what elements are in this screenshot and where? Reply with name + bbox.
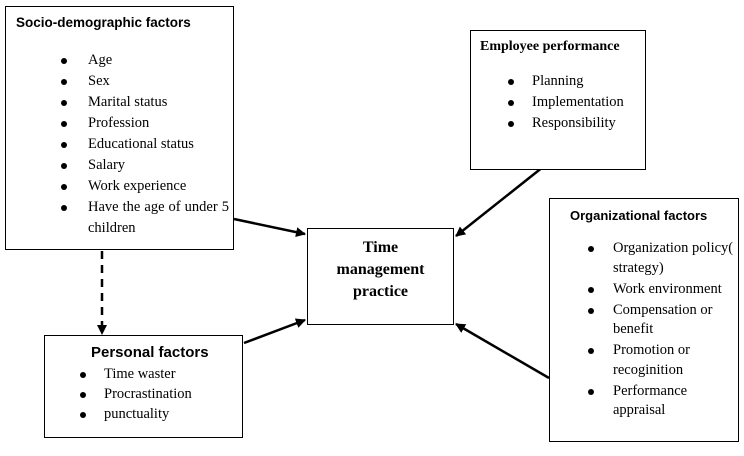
list-item: Work environment <box>586 280 736 300</box>
center-title: Time management practice <box>308 237 453 303</box>
personal-factors-box: Personal factors Time waster Procrastina… <box>44 335 243 438</box>
list-item: Performance appraisal <box>586 382 736 421</box>
list-item: Procrastination <box>78 384 192 404</box>
list-item: Responsibility <box>506 113 624 134</box>
list-item: Age <box>59 50 229 71</box>
list-item: Marital status <box>59 92 229 113</box>
organizational-factors-title: Organizational factors <box>570 208 708 223</box>
list-item: Have the age of under 5 children <box>59 197 229 239</box>
center-title-line: management <box>336 261 425 278</box>
list-item: Sex <box>59 71 229 92</box>
time-management-practice-box: Time management practice <box>307 228 454 325</box>
center-title-line: practice <box>352 283 409 300</box>
personal-factors-list: Time waster Procrastination punctuality <box>78 364 192 424</box>
list-item: Educational status <box>59 134 229 155</box>
arrow-socio-to-center <box>233 217 306 238</box>
list-item: punctuality <box>78 404 192 424</box>
arrow-employee-to-center <box>455 162 549 237</box>
arrow-org-to-center <box>455 322 550 380</box>
employee-performance-list: Planning Implementation Responsibility <box>506 71 624 134</box>
organizational-factors-box: Organizational factors Organization poli… <box>549 198 739 442</box>
list-item: Compensation or benefit <box>586 301 736 340</box>
socio-demographic-list: Age Sex Marital status Profession Educat… <box>59 50 229 239</box>
list-item: Profession <box>59 113 229 134</box>
socio-demographic-factors-box: Socio-demographic factors Age Sex Marita… <box>5 6 234 250</box>
employee-performance-title: Employee performance <box>480 39 620 54</box>
list-item: Promotion or recoginition <box>586 341 736 380</box>
list-item: Time waster <box>78 364 192 384</box>
list-item: Organization policy( strategy) <box>586 239 736 278</box>
list-item: Implementation <box>506 92 624 113</box>
list-item: Work experience <box>59 176 229 197</box>
organizational-factors-list: Organization policy( strategy) Work envi… <box>586 239 736 422</box>
socio-demographic-title: Socio-demographic factors <box>16 15 191 30</box>
center-title-line: Time <box>362 239 399 256</box>
list-item: Planning <box>506 71 624 92</box>
personal-factors-title: Personal factors <box>91 344 209 361</box>
list-item: Salary <box>59 155 229 176</box>
employee-performance-box: Employee performance Planning Implementa… <box>470 30 646 170</box>
arrow-personal-to-center <box>243 318 306 345</box>
